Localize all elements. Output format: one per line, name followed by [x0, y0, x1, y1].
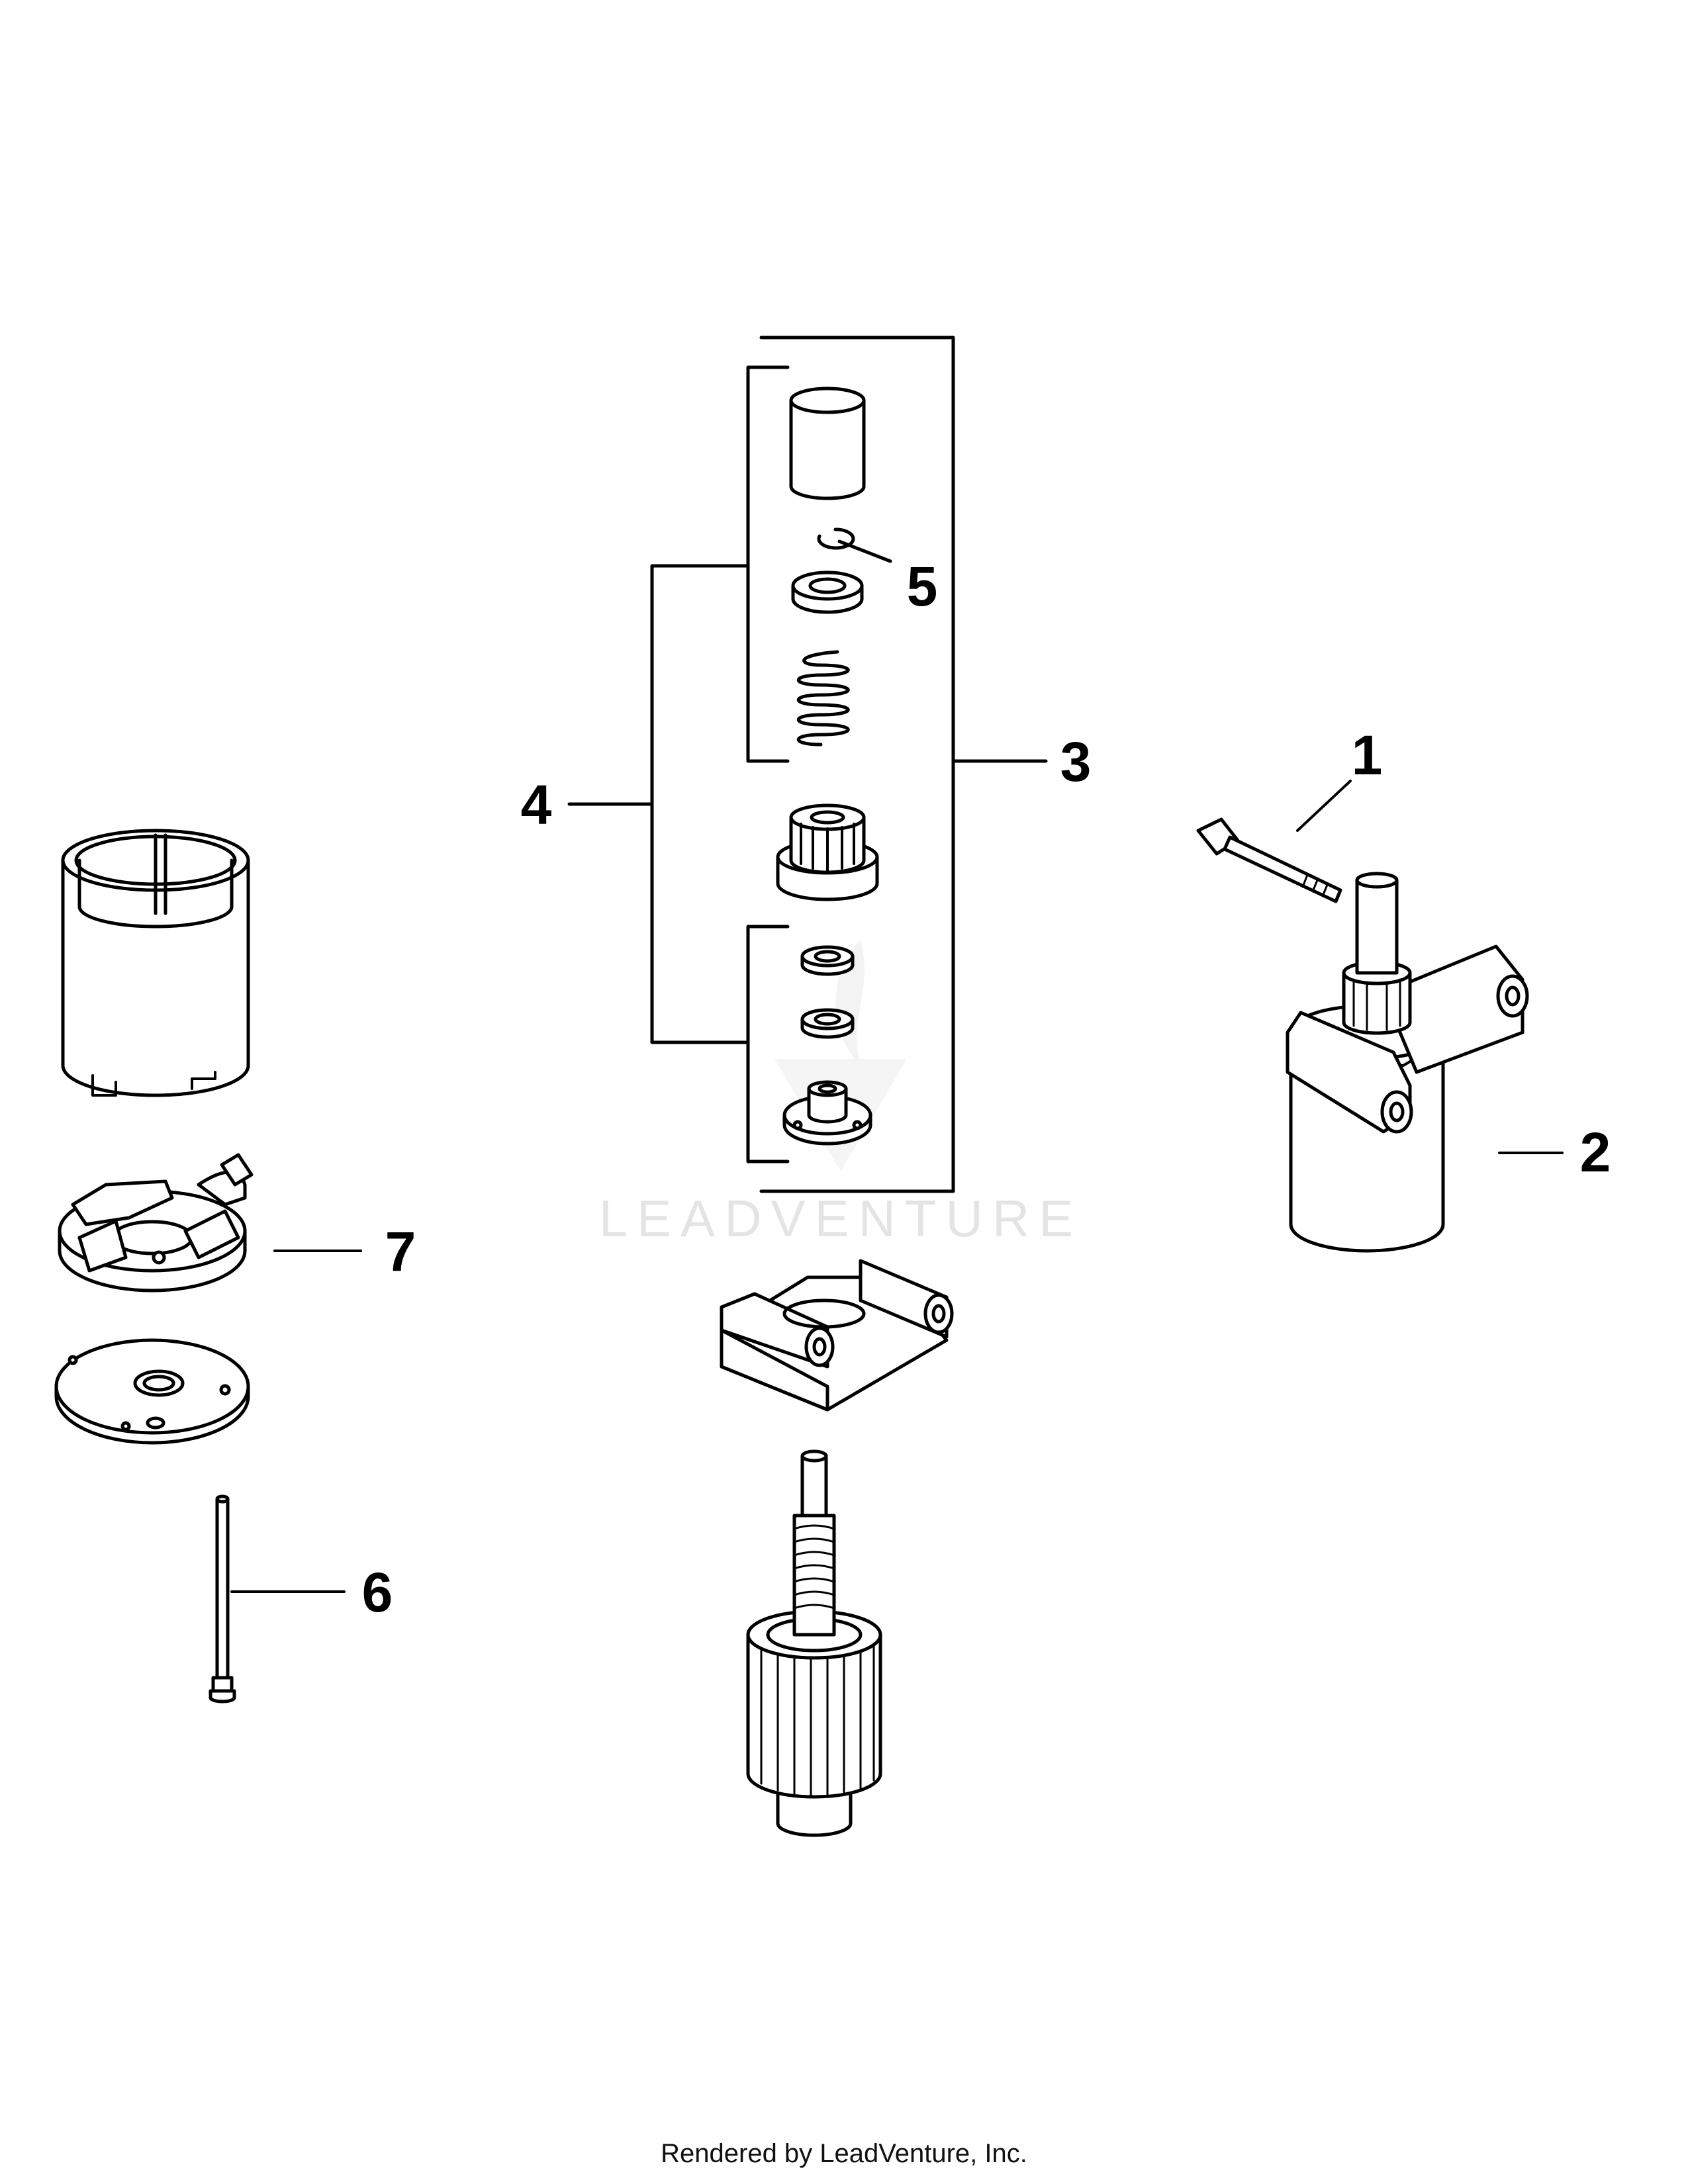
callout-7: 7	[385, 1220, 416, 1283]
callout-3: 3	[1060, 731, 1092, 793]
mounting-bolt-part	[1196, 817, 1342, 903]
spring-part	[797, 650, 850, 747]
callout-4: 4	[521, 774, 552, 836]
leader-lines	[230, 780, 1564, 1593]
callout-1: 1	[1352, 724, 1383, 786]
flange-hub-part	[782, 1080, 872, 1146]
through-bolt-part	[209, 1494, 236, 1704]
end-plate-part	[54, 1338, 250, 1445]
stop-collar-part	[791, 570, 864, 614]
washer-upper-part	[800, 945, 855, 976]
bracket-3	[759, 336, 1048, 1193]
watermark-text: LEADVENTURE	[599, 1189, 1082, 1248]
retaining-ring-part	[817, 527, 892, 563]
starter-motor-part	[1286, 872, 1529, 1253]
frame-housing-part	[61, 829, 250, 1097]
callout-2: 2	[1580, 1121, 1611, 1183]
leader-1	[1296, 780, 1352, 832]
pinion-gear-part	[776, 803, 879, 901]
footer-credit: Rendered by LeadVenture, Inc.	[661, 2139, 1027, 2168]
bracket-4	[567, 564, 750, 1044]
brush-holder-part	[58, 1153, 254, 1293]
bracket-lower-inner	[746, 925, 790, 1163]
washer-lower-part	[800, 1008, 855, 1039]
bracket-upper-inner	[746, 365, 790, 763]
callout-5: 5	[907, 555, 938, 617]
armature-part	[746, 1449, 882, 1837]
callout-6: 6	[362, 1561, 393, 1623]
drive-end-bracket-part	[720, 1259, 954, 1412]
sleeve-part	[789, 387, 866, 500]
